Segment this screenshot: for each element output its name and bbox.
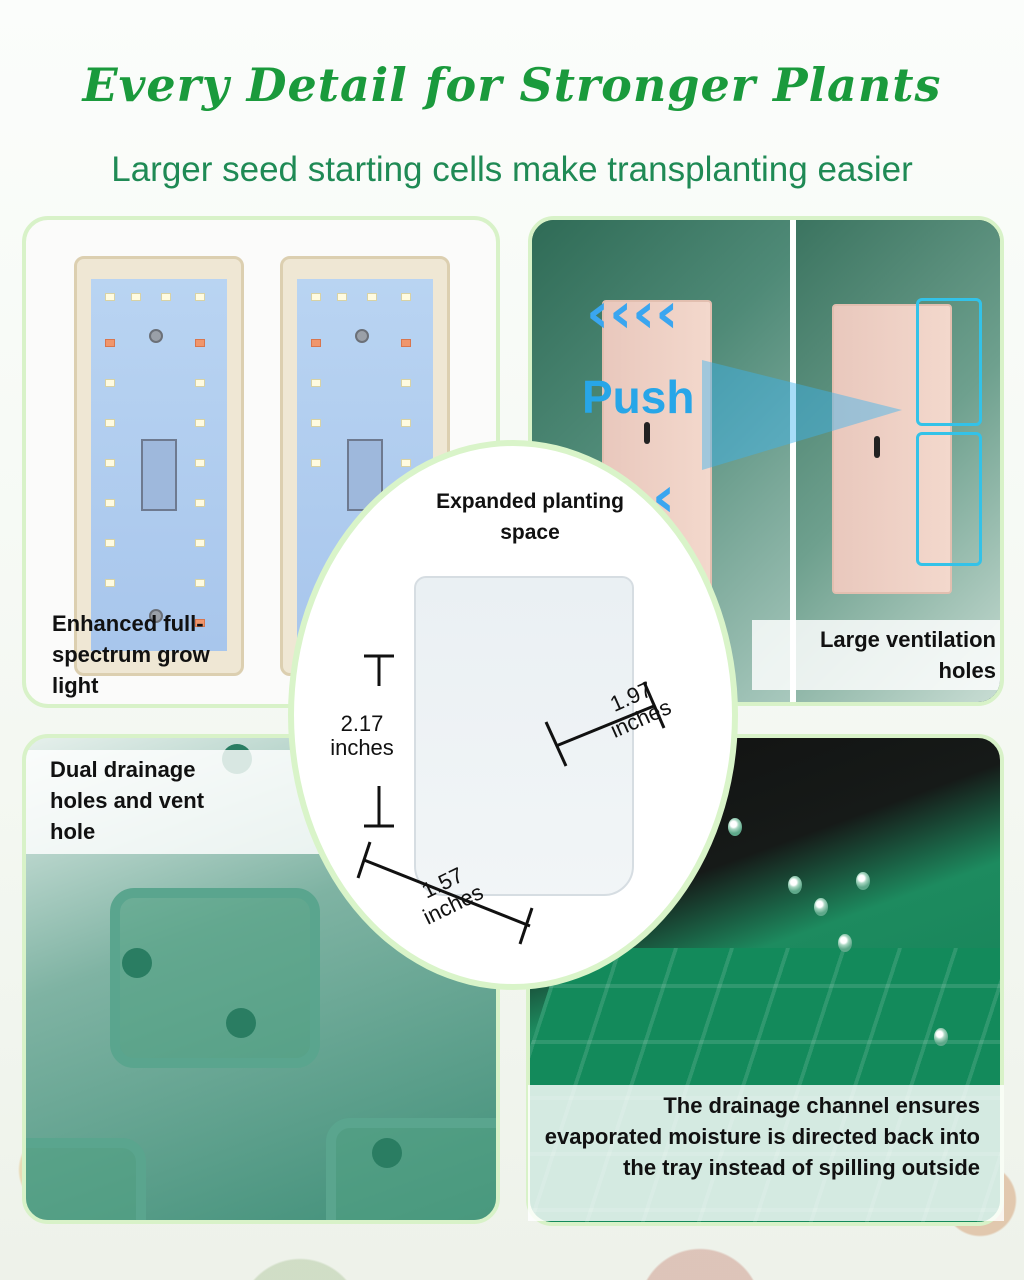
driver-chip xyxy=(141,439,177,511)
ventilation-panel: ‹‹‹‹ ‹ Push Large ventilation holes xyxy=(528,216,1004,706)
drainage-hole-icon xyxy=(372,1138,402,1168)
screw-icon xyxy=(355,329,369,343)
grow-light-bar-left xyxy=(74,256,244,676)
vent-slider xyxy=(832,304,952,594)
height-dimension: 2.17 inches xyxy=(330,711,394,760)
channel-label-background xyxy=(528,1085,1004,1221)
drainage-channel-label: The drainage channel ensures evaporated … xyxy=(544,1093,980,1180)
led-board xyxy=(91,279,227,651)
water-droplet-icon xyxy=(856,872,870,890)
screw-icon xyxy=(149,609,163,623)
vent-hole-frame xyxy=(916,432,982,566)
grow-light-label: Enhanced full-spectrum grow light xyxy=(52,611,210,698)
water-droplet-icon xyxy=(728,818,742,836)
vent-hole-icon xyxy=(122,948,152,978)
page-subtitle: Larger seed starting cells make transpla… xyxy=(111,150,913,189)
drainage-hole-icon xyxy=(226,1008,256,1038)
water-droplet-icon xyxy=(788,876,802,894)
screw-icon xyxy=(149,329,163,343)
seed-cell-cup xyxy=(414,576,634,896)
water-droplet-icon xyxy=(838,934,852,952)
cell-bottom xyxy=(110,888,320,1068)
expanded-space-label: Expanded planting space xyxy=(436,490,624,544)
ventilation-label: Large ventilation holes xyxy=(752,620,1000,690)
chevron-left-icon: ‹‹‹‹ xyxy=(586,281,679,346)
push-arrow-icon xyxy=(702,360,902,470)
water-droplet-icon xyxy=(934,1028,948,1046)
vent-hole-frame xyxy=(916,298,982,426)
page-title: Every Detail for Stronger Plants xyxy=(82,58,942,112)
water-droplet-icon xyxy=(814,898,828,916)
dimension-lines xyxy=(356,654,666,945)
push-label: Push xyxy=(582,371,695,423)
cell-dimensions-oval: Expanded planting space 2.17 inches 1.97… xyxy=(288,440,738,990)
